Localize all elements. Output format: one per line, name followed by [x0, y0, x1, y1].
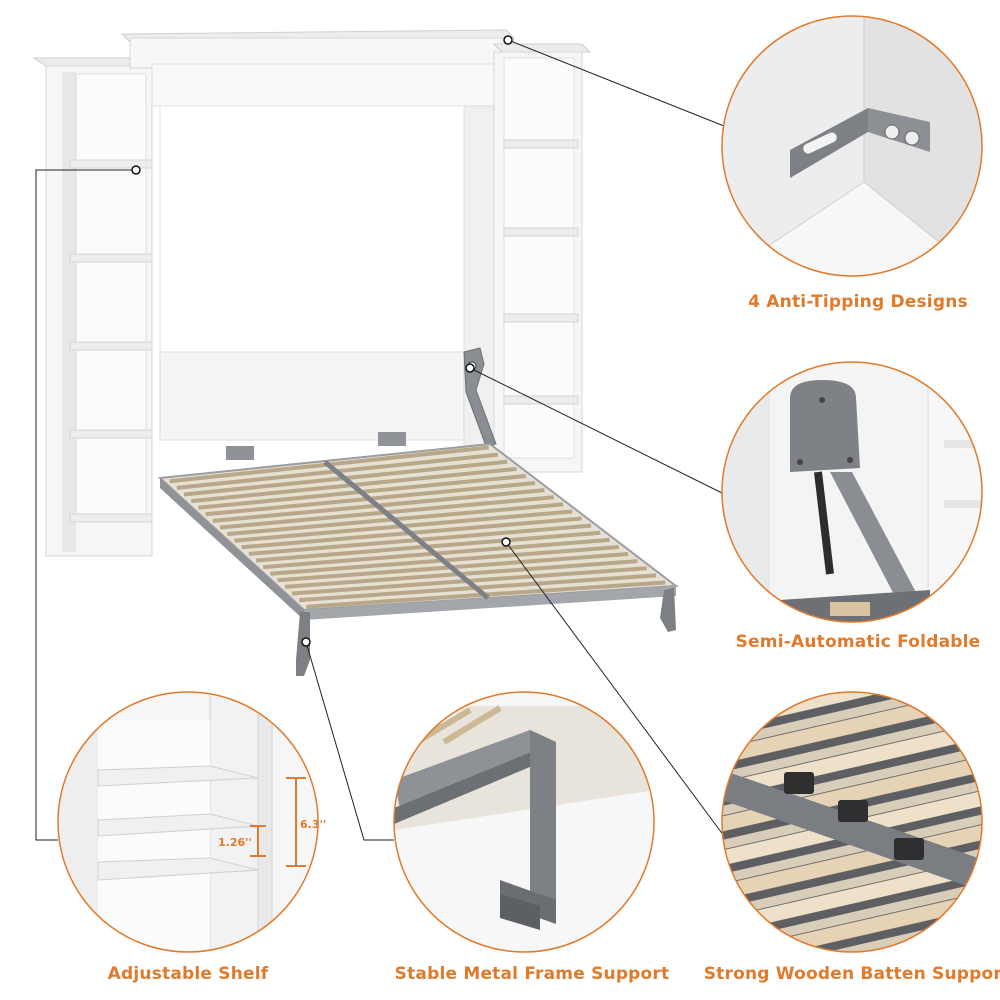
batten-shadow	[722, 874, 982, 942]
batten-clip-icon	[784, 772, 924, 860]
batten-shadow	[722, 908, 982, 952]
caption-semi-automatic: Semi-Automatic Foldable	[735, 632, 981, 652]
caption-metal-frame: Stable Metal Frame Support	[394, 964, 670, 984]
frame-leg-right	[660, 588, 676, 632]
dimension-markers	[250, 777, 306, 867]
batten-strip	[722, 857, 982, 935]
headboard-panel	[159, 351, 465, 441]
batten-shadow	[722, 692, 982, 738]
wall-bracket	[378, 432, 406, 446]
frame-leg-icon	[500, 730, 556, 930]
cabinet-back-opening	[159, 105, 465, 373]
callout-dots	[131, 35, 513, 647]
batten-shadow	[722, 704, 982, 772]
left-bookcase	[32, 57, 153, 557]
murphy-bed-cabinet	[32, 29, 679, 676]
callout-lines	[35, 39, 725, 841]
top-header	[120, 29, 516, 107]
caption-adjustable-shelf: Adjustable Shelf	[107, 964, 269, 984]
anti-tipping-bracket-icon	[790, 108, 930, 178]
shelf-adjust-dimension: 1.26''	[218, 836, 252, 849]
caption-anti-tipping: 4 Anti-Tipping Designs	[748, 292, 968, 312]
detail-metal-frame	[393, 691, 655, 953]
shelf-spacing-dimension: 6.3''	[300, 818, 326, 831]
detail-anti-tipping	[721, 15, 983, 277]
wall-bracket	[226, 446, 254, 460]
bed-frame	[157, 442, 679, 620]
right-bookcase	[492, 43, 592, 473]
detail-wooden-batten	[721, 691, 983, 953]
center-rail	[323, 460, 490, 600]
batten-strip	[722, 692, 982, 731]
detail-adjustable-shelf: 6.3'' 1.26''	[57, 691, 326, 953]
detail-semi-automatic	[721, 361, 983, 623]
caption-wooden-batten: Strong Wooden Batten Support	[703, 964, 1000, 984]
